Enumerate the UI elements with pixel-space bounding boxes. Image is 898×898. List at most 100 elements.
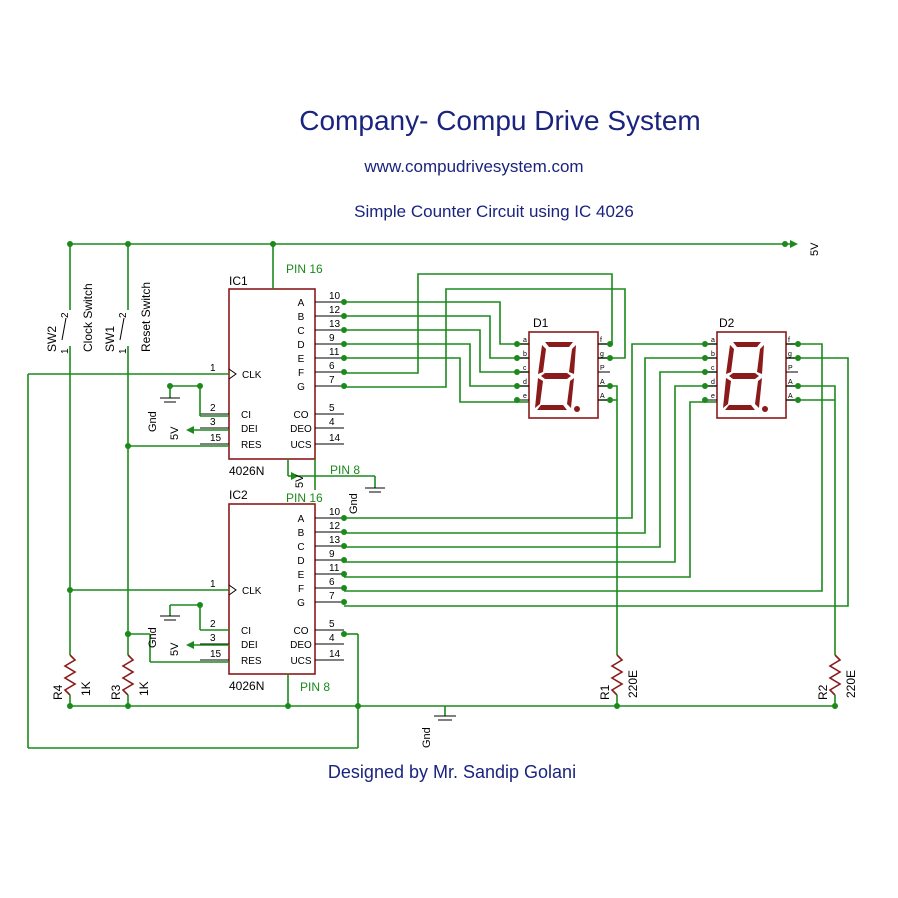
display-pin-label: b [711,351,715,358]
ic2-5v-dei-label: 5V [169,642,181,656]
junction-dot [341,543,347,549]
pin-name: A [298,514,305,525]
pin-name: D [297,556,304,567]
pin-name: B [298,312,305,323]
clock-edge-mark [228,368,237,380]
junction-dot [341,585,347,591]
r1-value: 220E [626,670,640,698]
pin-number: 9 [329,333,335,344]
d1-ref: D1 [533,316,549,330]
pin-number: 5 [329,403,335,414]
r4-ref: R4 [51,684,65,700]
pin-name: RES [241,656,262,667]
clock-edge-mark [228,584,237,596]
sw1-name: Reset Switch [139,282,153,352]
pin-name: UCS [290,656,311,667]
sw1-pin2: 2 [118,312,129,318]
switch-sw2[interactable] [61,244,73,655]
pin-name: CI [241,410,251,421]
ic1-input-wiring [27,373,359,749]
pin-number: 11 [329,347,340,358]
sw1-ref: SW1 [103,326,117,352]
ground-label: Gnd [421,727,433,748]
pin-name: UCS [290,440,311,451]
display-pin-label: c [711,365,715,372]
junction-dot [702,369,708,375]
pin-number: 6 [329,361,335,372]
pin-number: 3 [210,633,216,644]
display-pin-label: e [523,393,527,400]
pin-name: DEO [290,424,312,435]
ic2-pin8-label: PIN 8 [300,680,330,694]
ic1-pin8-label: PIN 8 [330,463,360,477]
display-pin-label: b [523,351,527,358]
r4-value: 1K [79,681,93,696]
pin-name: G [297,598,305,609]
pin-number: 4 [329,417,335,428]
ic1-pin16-label: PIN 16 [286,262,323,276]
pin-number: 13 [329,319,341,330]
junction-dot [514,397,520,403]
sw2-ref: SW2 [45,326,59,352]
pin-number: 1 [210,579,216,590]
ic2-input-wiring [70,589,358,663]
resistor-r3 [121,654,135,706]
pin-name: CO [294,626,309,637]
junction-dot [607,355,613,361]
display-pin-label: A [788,393,793,400]
d2-ref: D2 [719,316,735,330]
d2-seven-seg-digit [723,342,768,412]
junction-dot [341,571,347,577]
pin-name: CI [241,626,251,637]
ic1-ref: IC1 [229,274,248,288]
ic2-pins: 10A12B13C9D11E6F7G5CO4DEO14UCS1CLK2CI3DE… [200,507,347,667]
pin-name: DEO [290,640,312,651]
junction-dot [341,529,347,535]
pin-number: 6 [329,577,335,588]
pin-number: 7 [329,591,335,602]
junction-dot [795,355,801,361]
junction-dot [607,383,613,389]
circuit-subtitle: Simple Counter Circuit using IC 4026 [354,202,634,221]
junction-dot [795,341,801,347]
switch-sw1[interactable] [119,244,131,655]
pin-name: E [298,570,305,581]
pin-number: 11 [329,563,340,574]
pin-number: 9 [329,549,335,560]
supply-rail [67,240,798,248]
display-pin-label: f [600,337,602,344]
display-pin-label: d [711,379,715,386]
pin-name: C [297,542,304,553]
display-pin-label: c [523,365,527,372]
display-pin-label: g [788,351,792,358]
pin-name: C [297,326,304,337]
pin-name: DEI [241,640,258,651]
display-pin-label: A [600,393,605,400]
pin-number: 4 [329,633,335,644]
display-pin-label: d [523,379,527,386]
pin-name: DEI [241,424,258,435]
display-d2 [716,331,787,419]
r2-value: 220E [844,670,858,698]
pin-number: 12 [329,305,341,316]
ic1-to-d1-wiring [344,273,626,655]
junction-dot [341,369,347,375]
pin-number: 10 [329,507,341,518]
pin-name: CO [294,410,309,421]
display-pin-label: A [788,379,793,386]
junction-dot [607,341,613,347]
designer-credit: Designed by Mr. Sandip Golani [328,762,576,782]
r3-ref: R3 [109,684,123,700]
junction-dot [341,383,347,389]
pin-number: 14 [329,433,341,444]
ic2-part: 4026N [229,679,264,693]
ic1-part: 4026N [229,464,264,478]
display-pin-label: A [600,379,605,386]
d1-seven-seg-digit [535,342,580,412]
pin-name: B [298,528,305,539]
pin-number: 2 [210,619,216,630]
junction-dot [795,397,801,403]
junction-dot [607,397,613,403]
